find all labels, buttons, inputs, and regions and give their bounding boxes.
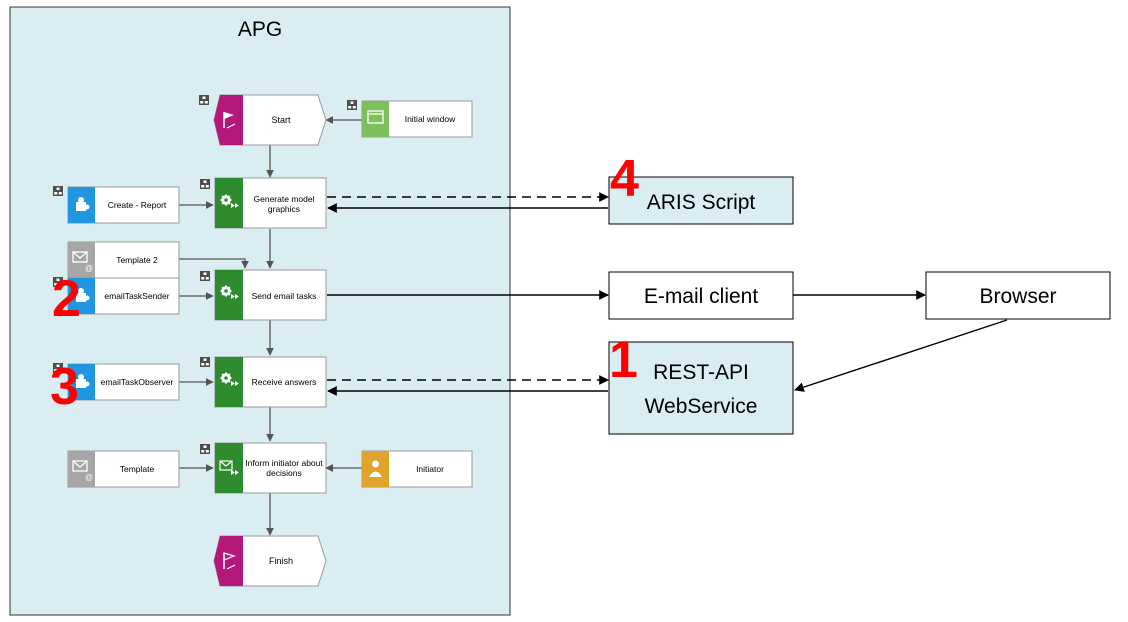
browser-label: Browser <box>979 285 1056 308</box>
send-email-tasks-label: Send email tasks <box>252 291 317 301</box>
flag-icon <box>223 552 236 570</box>
aris-script-label: ARIS Script <box>647 191 756 214</box>
template-node[interactable]: @ Template <box>67 450 180 488</box>
initiator-node[interactable]: Initiator <box>361 450 473 488</box>
initiator-label: Initiator <box>416 464 444 474</box>
email-client-box[interactable]: E-mail client <box>608 271 794 320</box>
aris-script-box[interactable]: ARIS Script <box>608 176 794 225</box>
hierarchy-icon[interactable] <box>347 100 357 110</box>
inform-label-line2: decisions <box>266 468 301 478</box>
svg-text:@: @ <box>85 264 93 273</box>
finish-label: Finish <box>269 556 293 566</box>
receive-answers-function[interactable]: Receive answers <box>214 356 327 408</box>
email-task-observer-node[interactable]: emailTaskObserver <box>67 363 180 401</box>
container-title: APG <box>238 18 282 41</box>
browser-box[interactable]: Browser <box>925 271 1111 320</box>
puzzle-icon <box>76 288 90 302</box>
envelope-icon: @ <box>72 251 93 273</box>
external-connectors <box>327 192 1008 396</box>
process-connectors <box>179 116 362 536</box>
generate-label-line1: Generate model <box>254 194 315 204</box>
create-report-label: Create - Report <box>108 200 167 210</box>
start-event[interactable]: Start <box>213 94 327 146</box>
step-number-1: 1 <box>609 331 638 389</box>
hierarchy-icon[interactable] <box>200 444 210 454</box>
generate-model-graphics-function[interactable]: Generate model graphics <box>214 177 327 229</box>
email-task-observer-label: emailTaskObserver <box>101 377 174 387</box>
envelope-icon: @ <box>72 460 93 482</box>
envelope-play-icon <box>219 460 239 475</box>
svg-text:@: @ <box>85 473 93 482</box>
hierarchy-icon[interactable] <box>200 271 210 281</box>
start-label: Start <box>271 115 291 125</box>
step-number-2: 2 <box>52 270 81 328</box>
template-label: Template <box>120 464 155 474</box>
inform-label-line1: Inform initiator about <box>245 458 323 468</box>
puzzle-icon <box>76 374 90 388</box>
email-task-sender-label: emailTaskSender <box>104 291 169 301</box>
rest-api-label-line1: REST-API <box>653 361 749 384</box>
step-number-4: 4 <box>610 150 639 208</box>
initial-window-label: Initial window <box>405 114 456 124</box>
hierarchy-icon[interactable] <box>200 179 210 189</box>
rest-api-label-line2: WebService <box>645 395 758 418</box>
template-2-label: Template 2 <box>116 255 158 265</box>
email-task-sender-node[interactable]: emailTaskSender <box>67 277 180 315</box>
send-email-tasks-function[interactable]: Send email tasks <box>214 269 327 321</box>
person-icon <box>369 460 382 477</box>
hierarchy-icon[interactable] <box>199 95 209 105</box>
create-report-node[interactable]: Create - Report <box>67 186 180 224</box>
step-numbers: 4 1 2 3 <box>50 150 639 416</box>
inform-initiator-function[interactable]: Inform initiator about decisions <box>214 442 327 494</box>
puzzle-icon <box>76 197 90 211</box>
flag-icon <box>223 112 236 129</box>
template-2-node[interactable]: @ Template 2 <box>67 241 180 279</box>
hierarchy-icon[interactable] <box>200 357 210 367</box>
receive-answers-label: Receive answers <box>252 377 317 387</box>
window-icon <box>367 110 384 124</box>
email-client-label: E-mail client <box>644 285 759 308</box>
rest-api-webservice-box[interactable]: REST-API WebService <box>608 341 794 435</box>
hierarchy-icon[interactable] <box>53 186 63 196</box>
step-number-3: 3 <box>50 358 79 416</box>
initial-window-node[interactable]: Initial window <box>361 100 473 138</box>
generate-label-line2: graphics <box>268 204 300 214</box>
finish-event[interactable]: Finish <box>213 535 327 587</box>
